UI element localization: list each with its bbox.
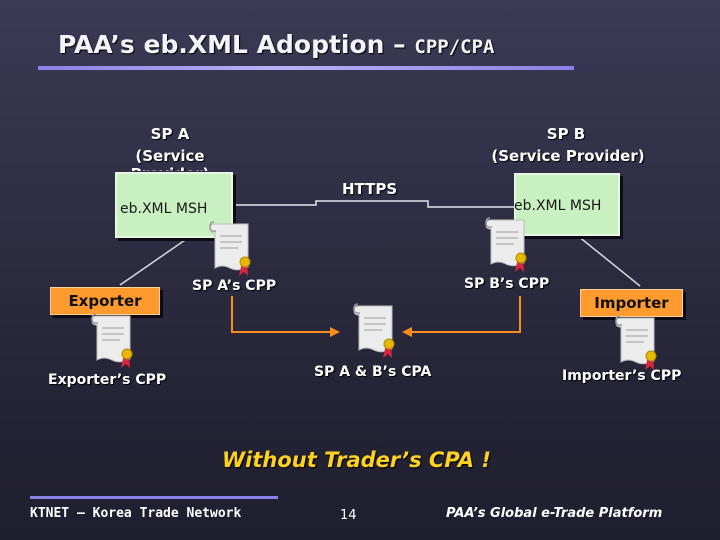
importer-box: Importer: [580, 289, 683, 317]
title-sub: CPP/CPA: [414, 36, 495, 58]
page-title: PAA’s eb.XML Adoption – CPP/CPA: [58, 30, 494, 59]
cpa-label: SP A & B’s CPA: [314, 364, 432, 380]
importer-cpp-scroll-icon: [615, 315, 657, 370]
sp-b-msh-label: eb.XML MSH: [514, 198, 602, 214]
cpa-arrow-line: [231, 296, 330, 333]
exporter-box: Exporter: [50, 287, 160, 315]
exporter-cpp-label: Exporter’s CPP: [48, 372, 167, 388]
sp-b-cpp-label: SP B’s CPP: [464, 276, 550, 292]
sp-b-msh-box: eb.XML MSH: [514, 173, 620, 236]
title-main: PAA’s eb.XML Adoption –: [58, 30, 415, 59]
sp-a-cpp-scroll-icon: [209, 221, 251, 276]
sp-b-desc: (Service Provider): [491, 147, 645, 165]
importer-cpp-label: Importer’s CPP: [562, 368, 682, 384]
cpa-arrow-line-right: [412, 296, 521, 333]
exporter-link-line: [119, 237, 189, 286]
cpa-arrow-head-left: [330, 327, 340, 337]
note-text: Without Trader’s CPA !: [222, 448, 491, 472]
https-label: HTTPS: [342, 180, 398, 198]
page-number: 14: [340, 508, 357, 523]
cpa-arrow-head-right: [402, 327, 412, 337]
sp-a-msh-label: eb.XML MSH: [120, 201, 208, 217]
footer-rule: [30, 496, 278, 499]
cpa-scroll-icon: [353, 303, 395, 358]
title-underline: [38, 66, 574, 70]
sp-b-cpp-scroll-icon: [485, 217, 527, 272]
exporter-cpp-scroll-icon: [91, 313, 133, 368]
sp-a-desc: (Service Provider): [131, 147, 210, 171]
importer-link-line: [577, 235, 641, 287]
footer-left: KTNET – Korea Trade Network: [30, 506, 242, 521]
sp-a-cpp-label: SP A’s CPP: [192, 278, 277, 294]
footer-right: PAA’s Global e-Trade Platform: [446, 506, 663, 521]
sp-a-name: SP A: [150, 125, 190, 143]
sp-b-name: SP B: [546, 125, 586, 143]
https-link-line: [234, 200, 514, 208]
